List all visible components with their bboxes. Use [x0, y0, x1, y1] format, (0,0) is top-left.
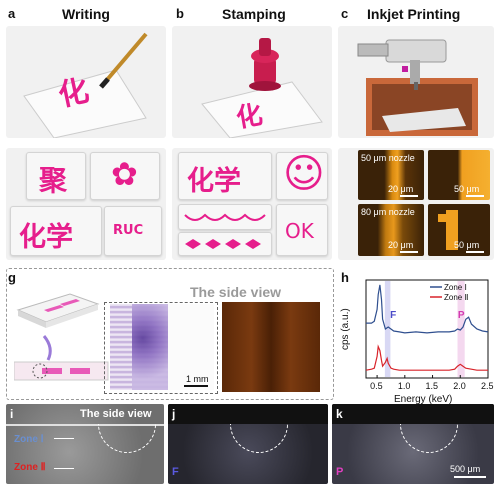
- stamping-illustration: [201, 38, 323, 139]
- smiley-icon: ☺: [283, 151, 325, 197]
- scale-label: 20 μm: [388, 240, 414, 250]
- stamp-icon: [254, 58, 276, 84]
- sem-image-i: i The side view Zone Ⅰ Zone Ⅱ: [6, 404, 164, 484]
- x-tick-label: 2.5: [481, 381, 494, 391]
- sample-card: [178, 232, 272, 256]
- scale-bar: [400, 195, 418, 197]
- micrograph: 80 μm nozzle 20 μm: [358, 204, 424, 256]
- x-axis-label: Energy (keV): [394, 394, 452, 405]
- sample-card: ✿: [90, 152, 160, 200]
- panel-b-label: b: [176, 6, 184, 21]
- scale-label: 20 μm: [388, 184, 414, 194]
- pattern-diamonds: [185, 239, 261, 249]
- panel-a: 化: [6, 26, 166, 139]
- scale-bar: [466, 251, 484, 253]
- surface-line: [6, 424, 164, 426]
- flower-icon: ✿: [111, 155, 138, 193]
- stained-region: [132, 304, 168, 390]
- scale-bar: [466, 195, 484, 197]
- fluorescence-image: [222, 302, 320, 392]
- zone-outline: [98, 424, 156, 453]
- scale-label: 50 μm: [454, 240, 480, 250]
- ruc-text: RUC: [113, 223, 144, 238]
- nozzle-label: 50 μm nozzle: [361, 153, 415, 163]
- panel-c-title: Inkjet Printing: [367, 6, 461, 22]
- ok-text: OK: [285, 219, 314, 243]
- micrograph: 50 μm: [428, 150, 490, 200]
- arrow-icon: [54, 438, 74, 439]
- scale-bar: [184, 385, 208, 387]
- sample-glyph: 聚: [39, 164, 68, 197]
- panel-a-title: Writing: [62, 6, 110, 22]
- x-tick-label: 1.0: [398, 381, 411, 391]
- scale-bar: [400, 251, 418, 253]
- zone-outline: [230, 424, 288, 453]
- zone-outline: [400, 424, 458, 453]
- sample-card: 化学: [178, 152, 272, 200]
- legend: Zone Ⅰ Zone Ⅱ: [430, 283, 468, 302]
- x-tick-label: 1.5: [426, 381, 439, 391]
- arrow-icon: [42, 335, 52, 361]
- zone-ii-label: Zone Ⅱ: [14, 462, 46, 473]
- sample-card: [178, 204, 272, 230]
- background-strip: [168, 404, 328, 424]
- sample-word: 化学: [19, 222, 73, 253]
- f-band: [384, 281, 391, 377]
- plot-frame: [365, 279, 489, 379]
- panel-g: [6, 268, 334, 400]
- panel-b-title: Stamping: [222, 6, 286, 22]
- eds-map-p: k P 500 μm: [332, 404, 494, 484]
- panel-k-label: k: [336, 407, 343, 421]
- sample-card: OK: [276, 204, 328, 256]
- panel-b: 化: [172, 26, 332, 139]
- printed-line: [446, 210, 458, 250]
- panel-a-label: a: [8, 6, 16, 21]
- panel-c-label: c: [341, 6, 349, 21]
- scale-label: 50 μm: [454, 184, 480, 194]
- sample-card: ☺: [276, 151, 328, 200]
- scale-label: 1 mm: [186, 374, 209, 384]
- scale-label: 500 μm: [450, 464, 481, 474]
- panel-h-label: h: [341, 270, 349, 285]
- writing-illustration: [23, 32, 148, 139]
- series-line: [366, 284, 489, 334]
- panel-c: [338, 26, 494, 138]
- panel-g-label: g: [8, 270, 16, 285]
- series-line: [365, 344, 488, 371]
- p-annotation: P: [458, 310, 465, 321]
- cross-section-image: [110, 304, 168, 390]
- pattern-arcs: [184, 213, 266, 221]
- zone-i-label: Zone Ⅰ: [14, 434, 44, 445]
- zoom-box: [104, 302, 218, 394]
- f-annotation: F: [390, 310, 396, 321]
- x-tick-label: 0.5: [370, 381, 383, 391]
- side-view-title: The side view: [190, 284, 282, 300]
- background-strip: [332, 404, 494, 424]
- sample-card: 聚: [26, 152, 86, 200]
- clear-region: [168, 304, 214, 390]
- arrow-icon: [54, 468, 74, 469]
- scale-bar: [454, 476, 486, 478]
- side-view-label: The side view: [80, 408, 152, 420]
- x-tick-label: 2.0: [453, 381, 466, 391]
- micrograph: 50 μm: [428, 204, 490, 256]
- element-p-label: P: [336, 466, 344, 478]
- y-axis-label: cps (a.u.): [340, 308, 351, 350]
- sample-card: RUC: [104, 206, 162, 256]
- eds-map-f: j F: [168, 404, 328, 484]
- inkjet-printer-illustration: [357, 39, 478, 136]
- printed-line: [438, 214, 448, 222]
- sample-illustration: [14, 293, 109, 381]
- micrograph: 50 μm nozzle 20 μm: [358, 150, 424, 200]
- element-f-label: F: [172, 466, 179, 478]
- sample-card: 化学: [10, 206, 102, 256]
- panel-j-label: j: [172, 407, 176, 421]
- brush-icon: [104, 32, 148, 83]
- nozzle-label: 80 μm nozzle: [361, 207, 415, 217]
- stamped-word: 化学: [187, 166, 241, 197]
- panel-i-label: i: [10, 407, 14, 421]
- legend-label: Zone Ⅱ: [444, 293, 468, 302]
- legend-label: Zone Ⅰ: [444, 283, 467, 292]
